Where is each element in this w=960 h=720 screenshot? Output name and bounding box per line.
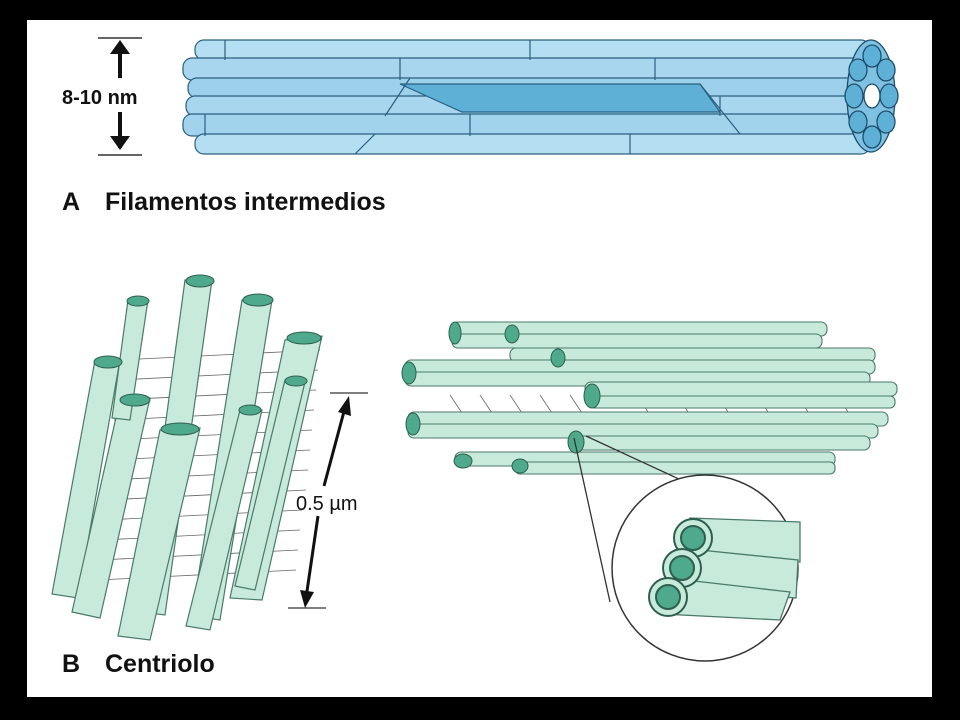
centriole-long-view — [401, 320, 898, 475]
triplet-tubules — [648, 518, 713, 617]
centriole-rod-tops — [93, 274, 322, 436]
dimension-label-a: 8-10 nm — [62, 87, 138, 109]
figure-b-letter: B — [62, 650, 80, 678]
figure-a-caption: Filamentos intermedios — [105, 188, 386, 216]
centriole-long-rod-ends — [401, 321, 601, 474]
filament-rods — [182, 39, 874, 155]
filament-end-cap — [844, 39, 899, 153]
triplet-magnified-inset — [573, 435, 801, 662]
figure-b-caption: Centriolo — [105, 650, 215, 678]
figure-a-letter: A — [62, 188, 80, 216]
dimension-label-b: 0.5 µm — [296, 493, 358, 515]
dimension-arrow-b — [288, 392, 368, 609]
centriole-side-view: 0.5 µm — [51, 274, 368, 641]
centriole-rods — [51, 279, 323, 641]
intermediate-filament-figure: 8-10 nm A Filamentos — [62, 37, 899, 216]
dimension-arrow-a — [98, 37, 142, 156]
